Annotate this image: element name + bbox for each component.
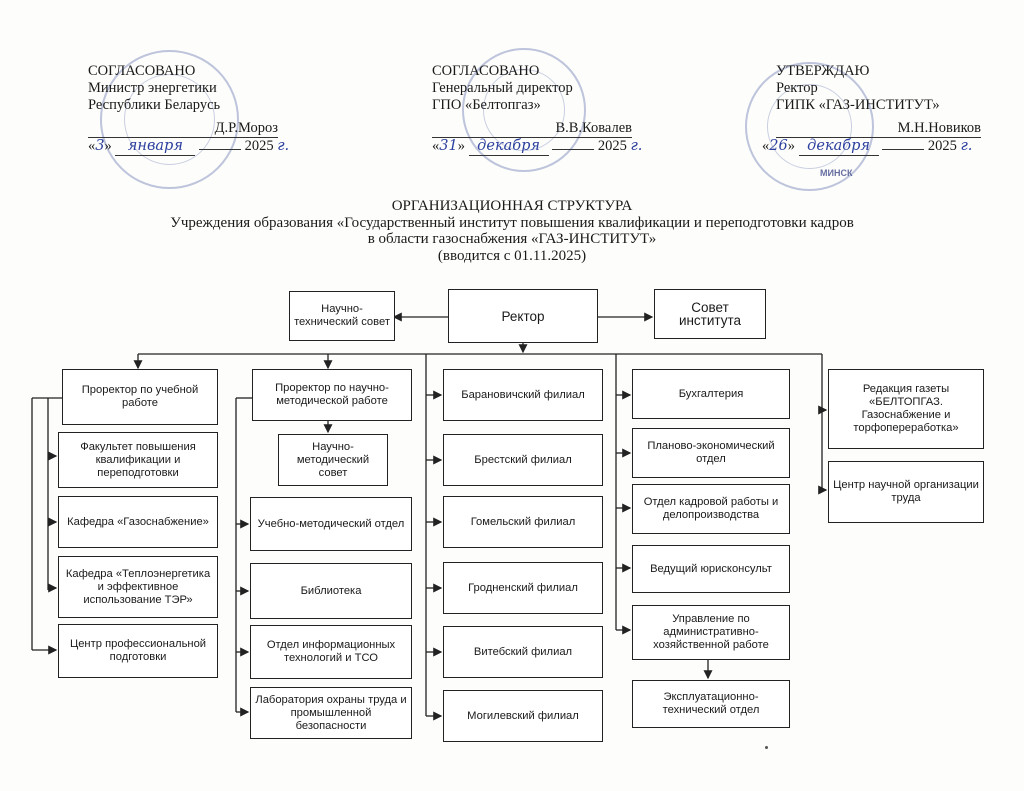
approval-position: Министр энергетики [88,80,217,96]
service-box: Планово-экономический отдел [632,428,790,478]
stamp-caption: МИНСК [820,168,853,178]
branch-box: Могилевский филиал [443,690,603,742]
professional-center-box: Центр профессиональной подготовки [58,624,218,678]
approval-heading: СОГЛАСОВАНО [88,63,196,79]
faculty-box: Факультет повышения квалификации и переп… [58,432,218,488]
approval-signature: Д.Р.Мороз [214,120,278,136]
title-line: ОРГАНИЗАЦИОННАЯ СТРУКТУРА [391,198,633,214]
approval-heading: УТВЕРЖДАЮ [776,63,870,79]
approval-signature: М.Н.Новиков [897,120,981,136]
service-box: Бухгалтерия [632,369,790,419]
title-line: (вводится с 01.11.2025) [437,247,587,264]
method-council-box: Научно-методический совет [278,434,388,486]
exploitation-department-box: Эксплуатационно-технический отдел [632,680,790,728]
branch-box: Витебский филиал [443,626,603,678]
labor-center-box: Центр научной организации труда [828,461,984,523]
document-title: ОРГАНИЗАЦИОННАЯ СТРУКТУРА Учреждения обр… [0,198,1024,264]
institute-council-box: Совет института [654,289,766,339]
scan-artifact [765,746,768,749]
service-box: Управление по административно-хозяйствен… [632,605,790,660]
branch-box: Барановичский филиал [443,369,603,421]
rector-box: Ректор [448,289,598,343]
approval-position: Генеральный директор [432,80,573,96]
approval-org: Республики Беларусь [88,97,221,113]
approval-date: «3» января 2025 г. [88,138,290,156]
approval-right: УТВЕРЖДАЮ Ректор ГИПК «ГАЗ-ИНСТИТУТ» М.Н… [762,63,981,156]
approval-date: «26» декабря 2025 г. [762,138,973,156]
approval-position: Ректор [776,80,818,96]
vice-rector-education-box: Проректор по учебной работе [62,369,218,425]
branch-box: Гомельский филиал [443,496,603,548]
method-department-box: Учебно-методический отдел [250,497,412,551]
approval-left: СОГЛАСОВАНО Министр энергетики Республик… [88,63,290,156]
it-department-box: Отдел информационных технологий и ТСО [250,625,412,679]
service-box: Ведущий юрисконсульт [632,545,790,593]
approval-heading: СОГЛАСОВАНО [432,63,540,79]
official-seal [100,50,239,189]
approval-date: «31» декабря 2025 г. [432,138,643,156]
service-box: Отдел кадровой работы и делопроизводства [632,484,790,534]
title-line: в области газоснабжения «ГАЗ-ИНСТИТУТ» [367,231,657,247]
vice-rector-method-box: Проректор по научно-методической работе [252,369,412,421]
branch-box: Брестский филиал [443,434,603,486]
approval-middle: СОГЛАСОВАНО Генеральный директор ГПО «Бе… [432,63,643,156]
library-box: Библиотека [250,563,412,619]
newspaper-box: Редакция газеты «БЕЛТОПГАЗ. Газоснабжени… [828,369,984,449]
official-seal [462,48,586,172]
branch-box: Гродненский филиал [443,562,603,614]
title-line: Учреждения образования «Государственный … [170,214,854,231]
official-seal [745,62,874,191]
department-heat-box: Кафедра «Теплоэнергетика и эффективное и… [58,556,218,618]
approval-org: ГПО «Белтопгаз» [432,97,541,113]
department-gas-box: Кафедра «Газоснабжение» [58,496,218,548]
safety-lab-box: Лаборатория охраны труда и промышленной … [250,687,412,739]
approval-org: ГИПК «ГАЗ-ИНСТИТУТ» [776,97,940,113]
approval-signature: В.В.Ковалев [555,120,632,136]
science-council-box: Научно-технический совет [289,291,395,341]
